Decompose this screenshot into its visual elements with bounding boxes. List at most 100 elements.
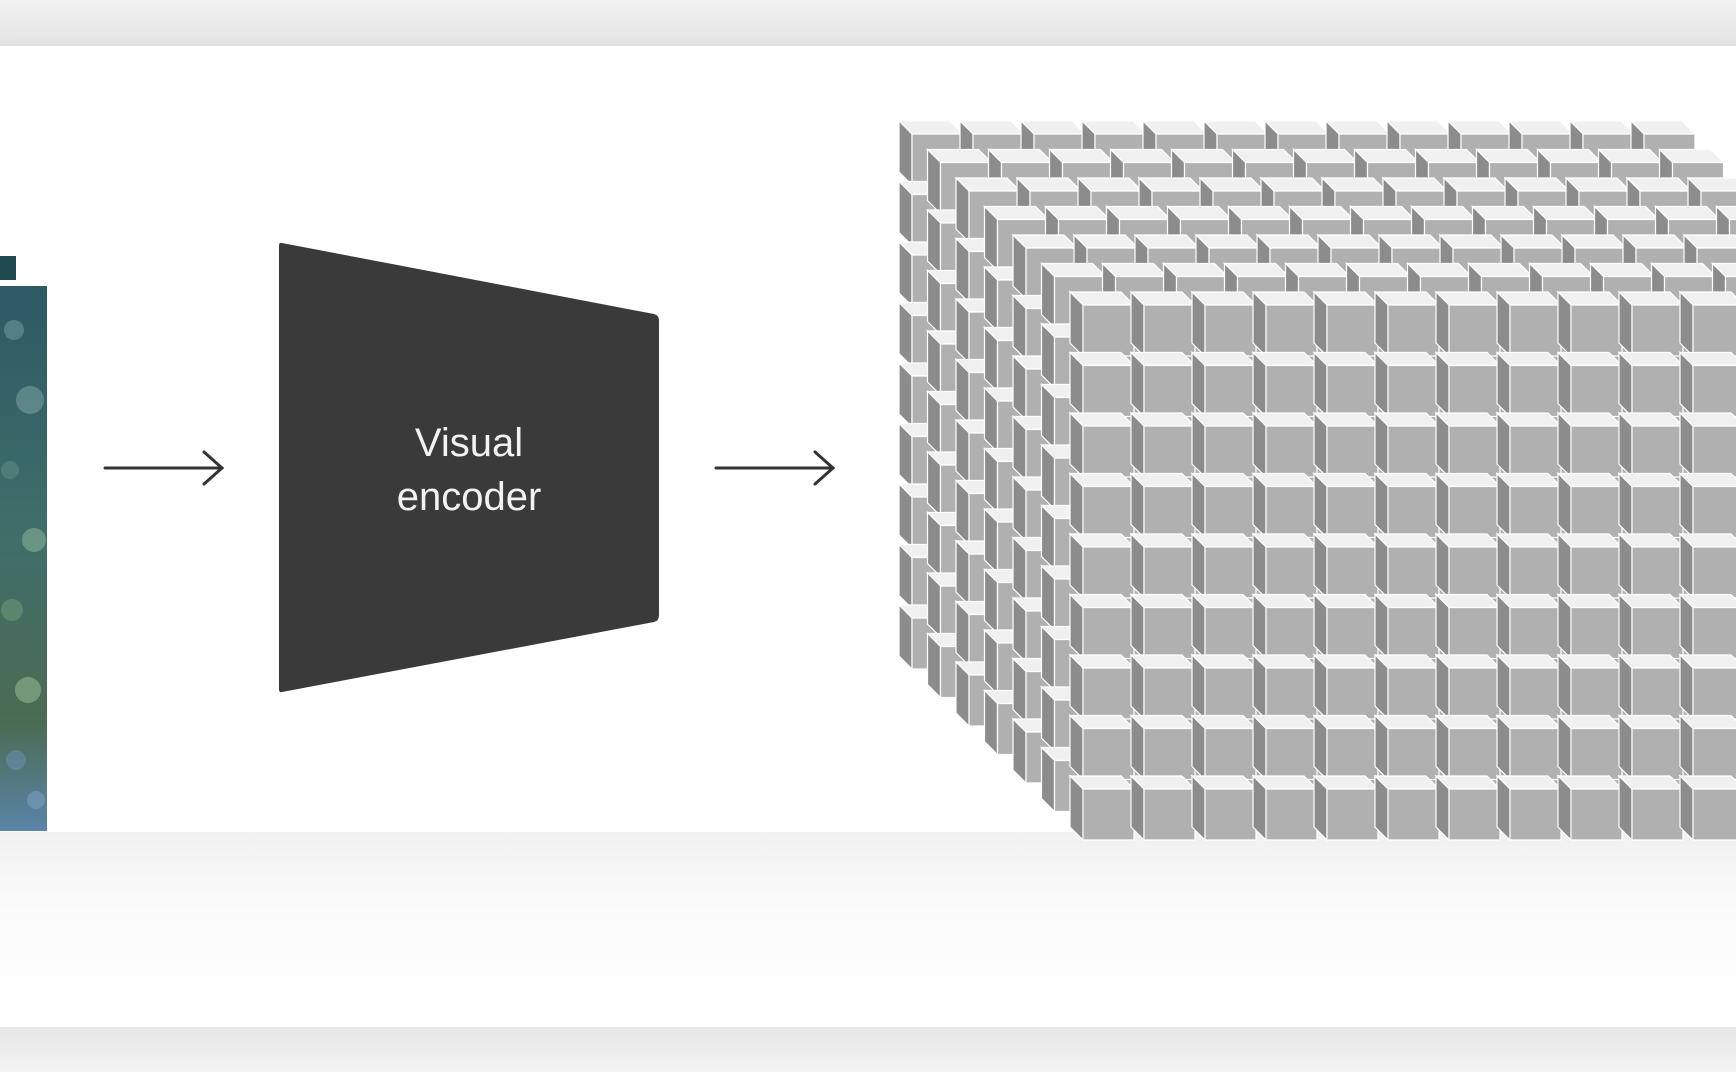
cube-front-face [1509,425,1562,478]
cube-front-face [1082,546,1135,599]
tensor-cube [1251,290,1319,358]
cube-front-face [1692,364,1736,418]
cube-front-face [1387,727,1440,781]
cube-front-face [1387,667,1440,720]
cube-front-face [1631,364,1684,418]
cube-front-face [1631,667,1684,720]
cube-front-face [1692,485,1736,539]
tensor-cube [1678,593,1736,660]
cube-front-face [1509,304,1562,357]
reef-texture [1,320,46,809]
tensor-cube [1129,411,1197,479]
cube-front-face [1387,425,1440,478]
cube-front-face [1326,304,1379,357]
tensor-cube [1617,351,1685,418]
cube-front-face [1509,788,1562,841]
cube-front-face [1570,364,1623,418]
tensor-cube [1129,774,1197,842]
tensor-cube [1495,593,1563,660]
cube-front-face [1204,304,1257,357]
cube-front-face [1143,425,1196,478]
cube-front-face [1204,667,1257,720]
cube-front-face [1082,364,1135,418]
reef-photo [0,286,47,831]
cube-front-face [1265,606,1318,660]
cube-front-face [1326,606,1379,660]
tensor-cube [1434,290,1502,358]
cube-front-face [1265,727,1318,781]
bottom-band [0,1027,1736,1072]
cube-front-face [1326,727,1379,781]
cube-front-face [1143,485,1196,539]
cube-front-face [1570,788,1623,841]
tensor-cube [1556,532,1624,600]
tensor-cube [1495,472,1563,539]
tensor-cube [1129,290,1197,358]
cube-front-face [1448,546,1501,599]
tensor-cube [1312,653,1380,721]
cube-front-face [1448,485,1501,539]
tensor-cube [1678,774,1736,842]
tensor-cube [1556,774,1624,842]
visual-encoder: Visual encoder [279,242,659,693]
cube-front-face [1143,788,1196,841]
tensor-cube [1556,714,1624,781]
cube-front-face [1692,606,1736,660]
cube-front-face [1692,304,1736,357]
tensor-cube [1556,593,1624,660]
tensor-cube [1434,532,1502,600]
tensor-cube [1068,653,1136,721]
tensor-cube [1129,593,1197,660]
tensor-cube [1373,351,1441,418]
arrow-right-icon [103,450,225,486]
tensor-cube [1251,593,1319,660]
cube-front-face [1143,727,1196,781]
cube-front-face [1692,727,1736,781]
cube-front-face [1326,425,1379,478]
cube-front-face [1448,304,1501,357]
cube-front-face [1387,485,1440,539]
cube-front-face [1570,485,1623,539]
tensor-cube [1251,653,1319,721]
cube-front-face [1631,727,1684,781]
cube-front-face [1509,606,1562,660]
tensor-cube [1617,774,1685,842]
cube-front-face [1204,788,1257,841]
tensor-cube [1129,714,1197,781]
cube-front-face [1326,364,1379,418]
tensor-cube [1251,774,1319,842]
cube-front-face [1692,546,1736,599]
tensor-cube [1251,472,1319,539]
tensor-cube [1251,411,1319,479]
tensor-cube [1251,714,1319,781]
cube-front-face [1631,425,1684,478]
cube-front-face [1387,546,1440,599]
tensor-cube [1068,290,1136,358]
cube-front-face [1265,304,1318,357]
cube-front-face [1265,425,1318,478]
cube-front-face [1692,425,1736,478]
tensor-cube [1434,472,1502,539]
cube-front-face [1326,788,1379,841]
tensor-cube [1556,290,1624,358]
tensor-cube [1678,411,1736,479]
cube-front-face [1570,546,1623,599]
tensor-cube [1373,714,1441,781]
tensor-cube [1068,774,1136,842]
cube-front-face [1143,364,1196,418]
tensor-cube [1312,290,1380,358]
tensor-cube [1678,290,1736,358]
cube-front-face [1387,606,1440,660]
cube-front-face [1509,485,1562,539]
cube-front-face [1265,667,1318,720]
cube-front-face [1631,304,1684,357]
tensor-cube [1678,653,1736,721]
tensor-cube [1190,532,1258,600]
tensor-cube [1068,411,1136,479]
tensor-cube [1495,532,1563,600]
input-image [0,256,47,831]
cube-front-face [1570,727,1623,781]
cube-front-face [1448,606,1501,660]
cube-front-face [1265,364,1318,418]
